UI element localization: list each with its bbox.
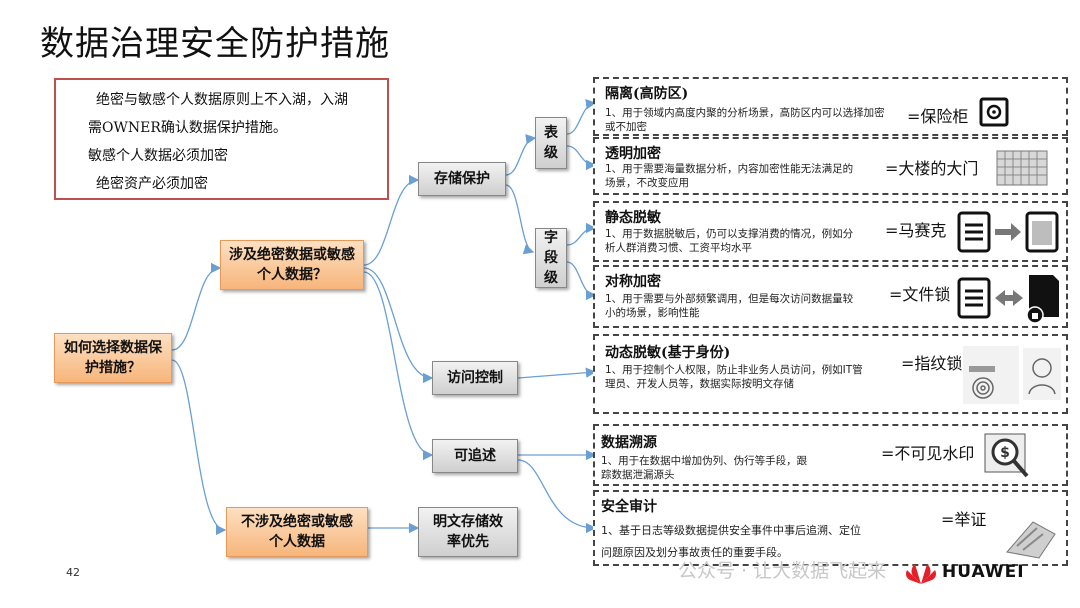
- principle-line: 绝密资产必须加密: [96, 176, 208, 192]
- measure-panel-symmetric-encryption: 对称加密 1、用于需要与外部频繁调用，但是每次访问数据量较小的场景，影响性能 =…: [593, 265, 1068, 328]
- measure-desc: 1、用于在数据中增加伪列、伪行等手段，跟踪数据泄漏源头: [601, 455, 808, 481]
- page-number: 42: [66, 566, 80, 579]
- principle-line: 绝密与敏感个人数据原则上不入湖，入湖: [96, 92, 348, 108]
- measure-desc: 1、用于领域内高度内聚的分析场景，高防区内可以选择加密或不加密: [605, 107, 885, 133]
- measure-desc: 1、用于需要与外部频繁调用，但是每次访问数据量较小的场景，影响性能: [605, 293, 854, 319]
- traceability-node: 可追述: [432, 439, 518, 473]
- measure-panel-security-audit: 安全审计 1、基于日志等级数据提供安全事件中事后追溯、定位问题原因及划分事故责任…: [593, 490, 1068, 566]
- measure-desc: 1、基于日志等级数据提供安全事件中事后追溯、定位问题原因及划分事故责任的重要手段…: [601, 524, 861, 559]
- evidence-icon: [1006, 521, 1056, 559]
- field-level-char: 段: [544, 250, 558, 266]
- table-level-char: 表: [544, 125, 558, 141]
- measure-panel-dynamic-masking: 动态脱敏(基于身份) 1、用于控制个人权限，防止非业务人员访问，例如IT管理员、…: [593, 334, 1068, 414]
- measure-metaphor: =文件锁: [889, 285, 951, 304]
- huawei-logo-icon: [906, 564, 936, 584]
- measure-title: 动态脱敏(基于身份): [605, 345, 731, 361]
- measure-desc: 1、用于控制个人权限，防止非业务人员访问，例如IT管理员、开发人员等，数据实际按…: [605, 364, 863, 390]
- measure-title: 静态脱敏: [605, 210, 661, 226]
- measure-title: 隔离(高防区): [605, 86, 689, 102]
- root-question-node: 如何选择数据保护措施？: [54, 333, 172, 383]
- page-title: 数据治理安全防护措施: [40, 24, 390, 64]
- safe-icon: [979, 97, 1009, 127]
- measure-title: 数据溯源: [601, 435, 657, 451]
- measure-metaphor: =马赛克: [885, 221, 947, 240]
- measure-panel-transparent-encryption: 透明加密 1、用于需要海量数据分析，内容加密性能无法满足的场景，不改变应用 =大…: [593, 137, 1068, 195]
- measure-panel-data-tracing: 数据溯源 1、用于在数据中增加伪列、伪行等手段，跟踪数据泄漏源头 =不可见水印 …: [593, 424, 1068, 486]
- principles-box: 绝密与敏感个人数据原则上不入湖，入湖 需OWNER确认数据保护措施。 敏感个人数…: [54, 78, 389, 200]
- sensitive-data-node: 涉及绝密数据或敏感个人数据？: [220, 240, 364, 290]
- measure-panel-static-masking: 静态脱敏 1、用于数据脱敏后，仍可以支撑消费的情况，例如分析人群消费习惯、工资平…: [593, 201, 1068, 262]
- measure-title: 安全审计: [601, 499, 657, 515]
- measure-title: 对称加密: [605, 274, 661, 290]
- access-control-node: 访问控制: [432, 361, 518, 395]
- table-level-node: 表 级: [535, 117, 567, 169]
- measure-metaphor: =举证: [941, 510, 987, 529]
- storage-protection-node: 存储保护: [418, 162, 506, 196]
- fingerprint-lock-icon: [963, 346, 1061, 404]
- measure-desc: 1、用于数据脱敏后，仍可以支撑消费的情况，例如分析人群消费习惯、工资平均水平: [605, 228, 854, 254]
- brand-name: HUAWEI: [942, 562, 1025, 582]
- measure-metaphor: =保险柜: [907, 107, 969, 126]
- field-level-char: 字: [544, 230, 558, 246]
- watermark-search-icon: $: [984, 433, 1029, 478]
- plaintext-storage-node: 明文存储效率优先: [418, 507, 518, 557]
- non-sensitive-data-node: 不涉及绝密或敏感个人数据: [226, 507, 368, 557]
- measure-metaphor: =不可见水印: [881, 444, 975, 463]
- field-level-node: 字 段 级: [535, 228, 567, 288]
- table-level-char: 级: [544, 145, 558, 161]
- principle-line: 敏感个人数据必须加密: [88, 148, 228, 164]
- measure-panel-isolation: 隔离(高防区) 1、用于领域内高度内聚的分析场景，高防区内可以选择加密或不加密 …: [593, 77, 1068, 136]
- field-level-char: 级: [544, 270, 558, 286]
- measure-title: 透明加密: [605, 146, 661, 162]
- document-lock-icon: [957, 275, 1059, 324]
- measure-desc: 1、用于需要海量数据分析，内容加密性能无法满足的场景，不改变应用: [605, 163, 854, 189]
- measure-metaphor: =大楼的大门: [885, 159, 979, 178]
- measure-metaphor: =指纹锁: [901, 354, 963, 373]
- building-icon: [996, 150, 1048, 186]
- svg-text:$: $: [1000, 445, 1010, 461]
- watermark-text: 公众号 · 让大数据飞起来: [678, 560, 887, 582]
- document-mosaic-icon: [957, 211, 1059, 253]
- principle-line: 需OWNER确认数据保护措施。: [88, 120, 287, 136]
